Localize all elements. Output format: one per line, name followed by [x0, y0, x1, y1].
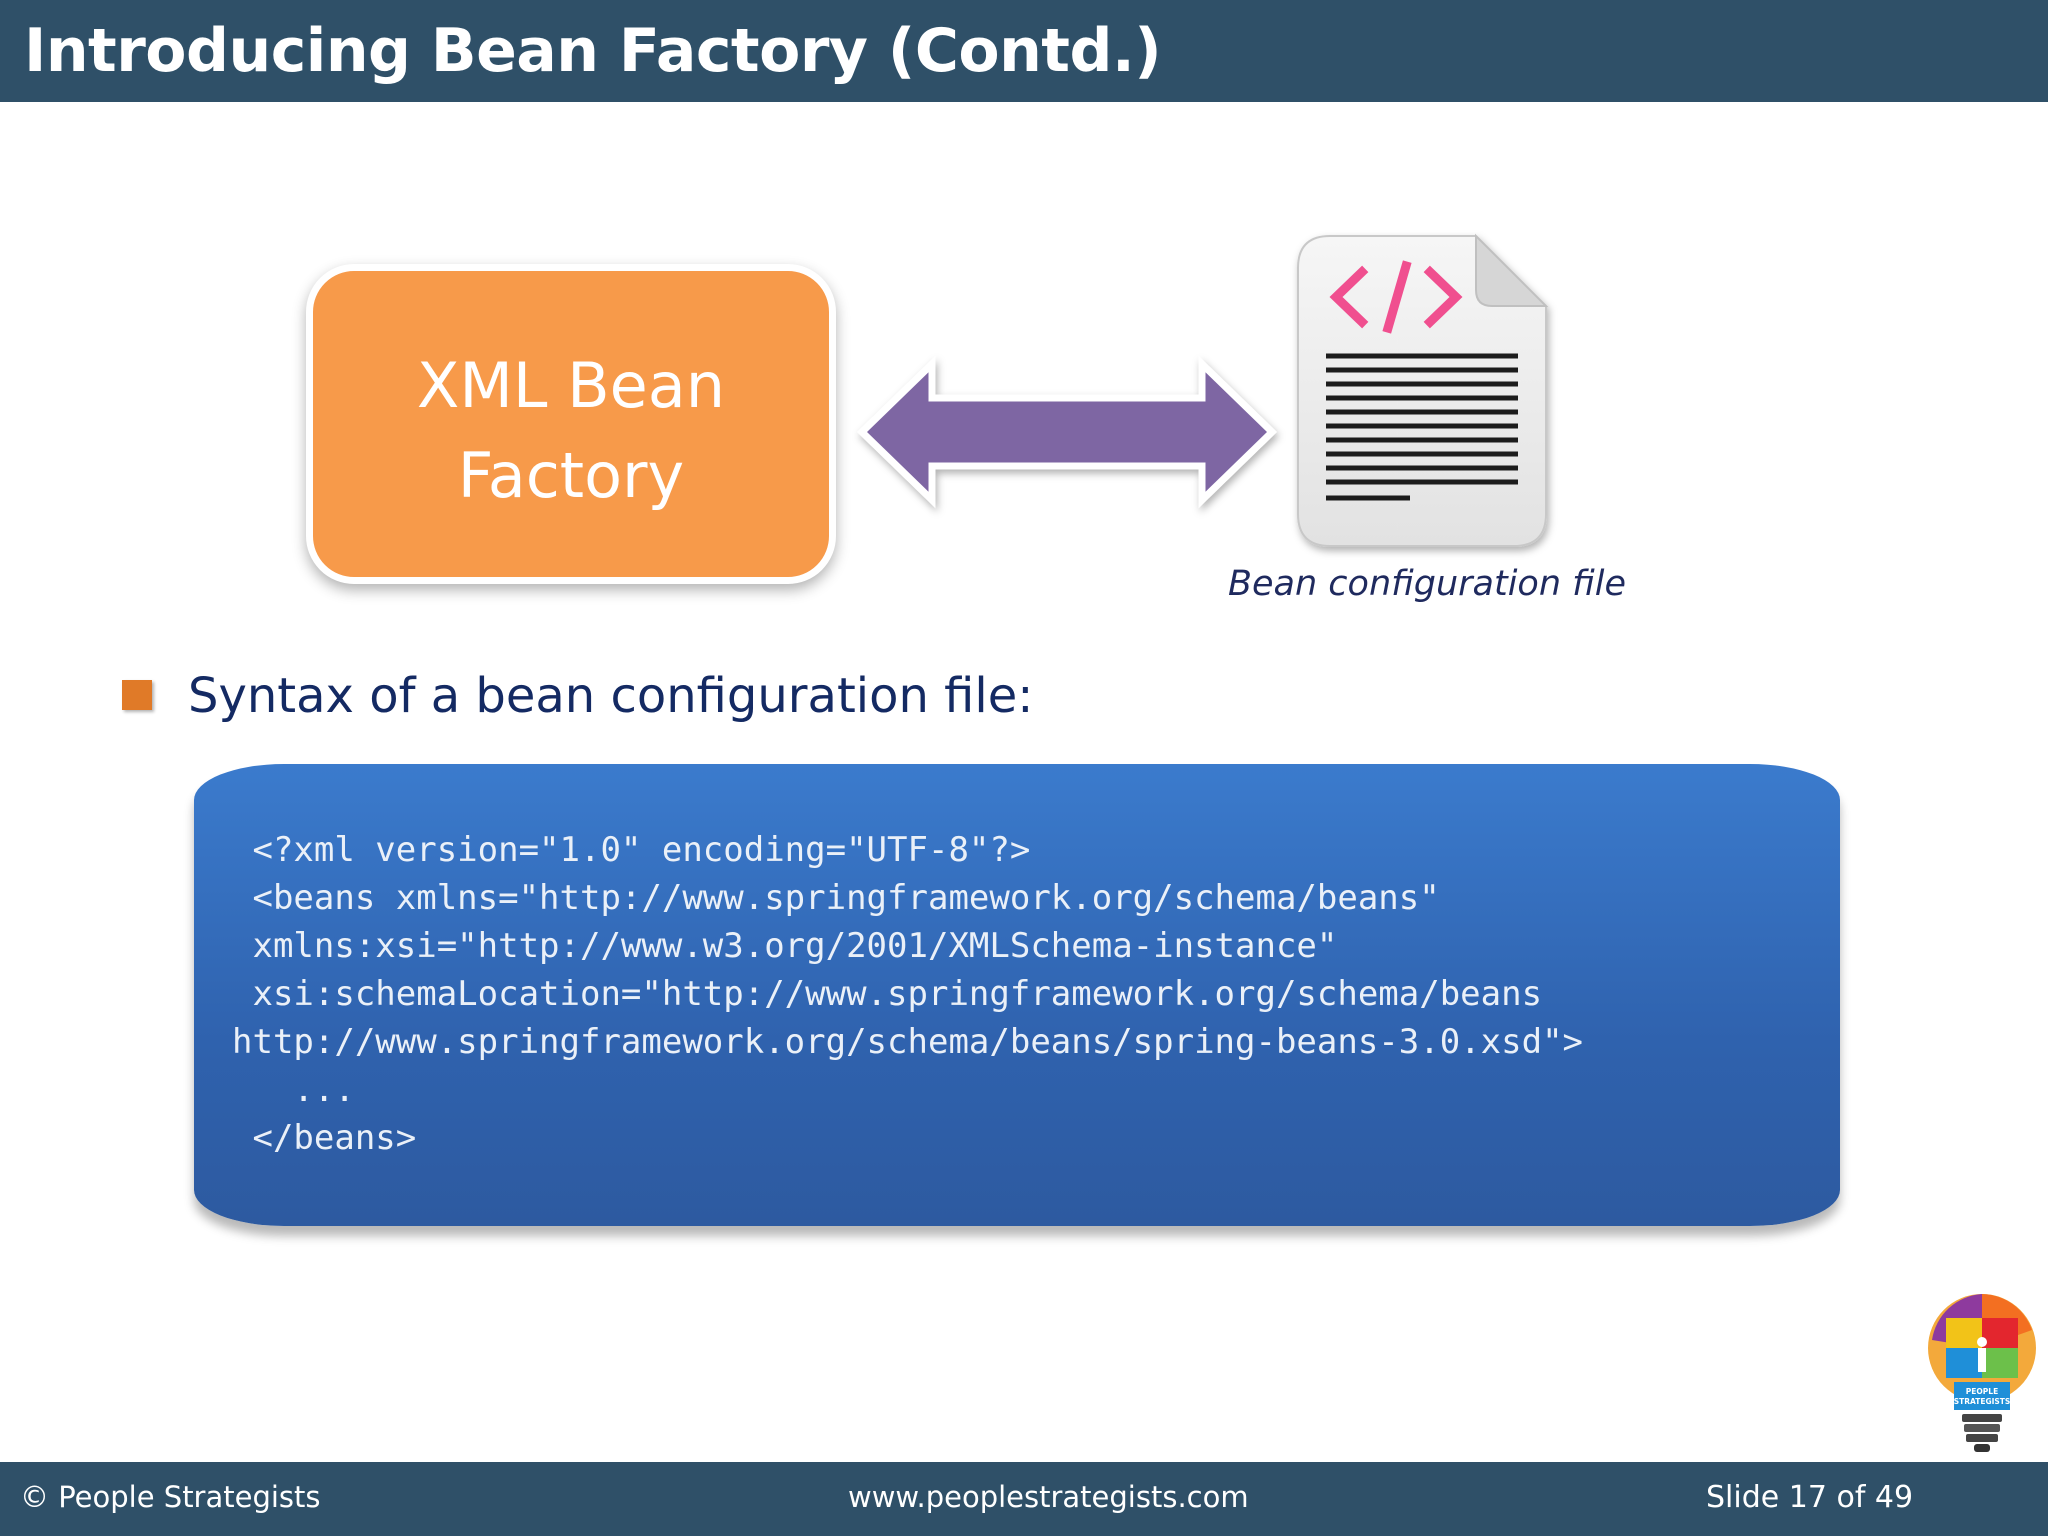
box-label-line-2: Factory — [457, 439, 685, 512]
code-line: </beans> — [232, 1118, 417, 1158]
code-line: <beans xmlns="http://www.springframework… — [232, 878, 1440, 918]
code-block: <?xml version="1.0" encoding="UTF-8"?> <… — [194, 764, 1840, 1226]
bullet-marker — [122, 680, 152, 710]
code-text: <?xml version="1.0" encoding="UTF-8"?> <… — [232, 826, 1583, 1162]
code-line: <?xml version="1.0" encoding="UTF-8"?> — [232, 830, 1031, 870]
footer-website-link[interactable]: www.peoplestrategists.com — [848, 1480, 1249, 1514]
text-lines-icon — [1326, 353, 1518, 501]
box-label-line-1: XML Bean — [416, 349, 726, 422]
xml-bean-factory-label: XML Bean Factory — [313, 341, 829, 521]
slide-title: Introducing Bean Factory (Contd.) — [24, 16, 1162, 86]
title-bar: Introducing Bean Factory (Contd.) — [0, 0, 2048, 102]
double-arrow — [856, 355, 1278, 509]
logo-text-line1: PEOPLE — [1966, 1387, 1998, 1396]
code-brackets-icon — [1329, 260, 1463, 334]
logo-text-line2: STRATEGISTS — [1954, 1397, 2011, 1406]
file-caption: Bean configuration file — [1228, 564, 1627, 604]
slide-number: Slide 17 of 49 — [1706, 1480, 1914, 1515]
footer-bar — [0, 1462, 2048, 1536]
xml-file-icon — [1297, 233, 1549, 547]
people-strategists-logo: PEOPLE STRATEGISTS — [1928, 1294, 2036, 1452]
code-line: http://www.springframework.org/schema/be… — [232, 1022, 1584, 1062]
code-line: xsi:schemaLocation="http://www.springfra… — [232, 974, 1543, 1014]
code-line: ... — [232, 1070, 355, 1110]
bullet-text: Syntax of a bean configuration file: — [188, 668, 1034, 724]
footer-copyright: © People Strategists — [20, 1480, 321, 1514]
code-line: xmlns:xsi="http://www.w3.org/2001/XMLSch… — [232, 926, 1338, 966]
xml-bean-factory-box: XML Bean Factory — [306, 264, 836, 584]
